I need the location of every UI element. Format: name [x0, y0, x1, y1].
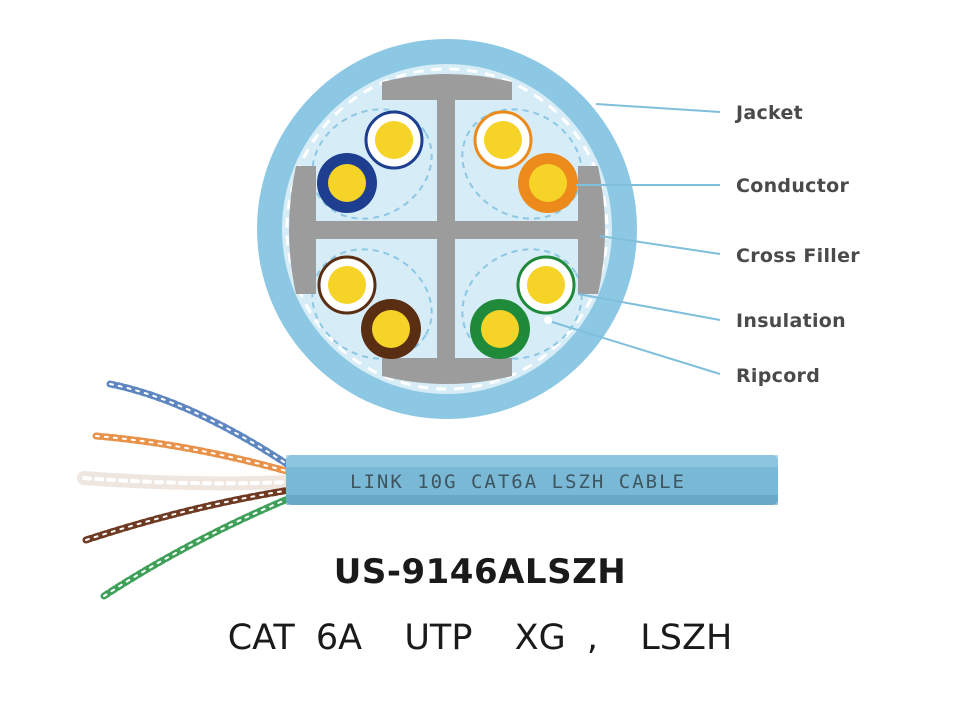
leader-line-ripcord — [551, 321, 721, 375]
pair-blue — [317, 110, 424, 213]
leader-line-insulation — [577, 293, 721, 321]
leader-lines — [551, 103, 721, 375]
label-conductor: Conductor — [736, 175, 849, 197]
ripcord — [544, 316, 552, 324]
jacket-dashed-edge — [285, 67, 609, 391]
pair-orange — [473, 110, 578, 213]
leader-line-cross-filler — [599, 235, 721, 255]
product-description: CAT 6A UTP XG , LSZH — [227, 618, 733, 658]
twisted-pair-orange — [92, 432, 294, 476]
leader-line-jacket — [595, 103, 721, 113]
label-ripcord: Ripcord — [736, 365, 820, 387]
pair-bundle-outline — [461, 248, 583, 360]
pair-brown — [317, 255, 421, 359]
cross-filler — [289, 74, 605, 384]
twisted-pairs — [77, 380, 297, 600]
cable-cross-section — [257, 39, 637, 419]
pair-bundle-outline — [311, 108, 433, 220]
label-cross-filler: Cross Filler — [736, 245, 860, 267]
product-model: US-9146ALSZH — [333, 552, 627, 592]
cable-body: LINK 10G CAT6A LSZH CABLE — [286, 455, 778, 505]
label-jacket: Jacket — [734, 102, 803, 124]
pair-bundle-outline — [311, 248, 433, 360]
cable-print-text: LINK 10G CAT6A LSZH CABLE — [350, 471, 686, 493]
pair-green — [470, 255, 576, 359]
twisted-pair-green — [100, 494, 294, 600]
label-insulation: Insulation — [736, 310, 846, 332]
